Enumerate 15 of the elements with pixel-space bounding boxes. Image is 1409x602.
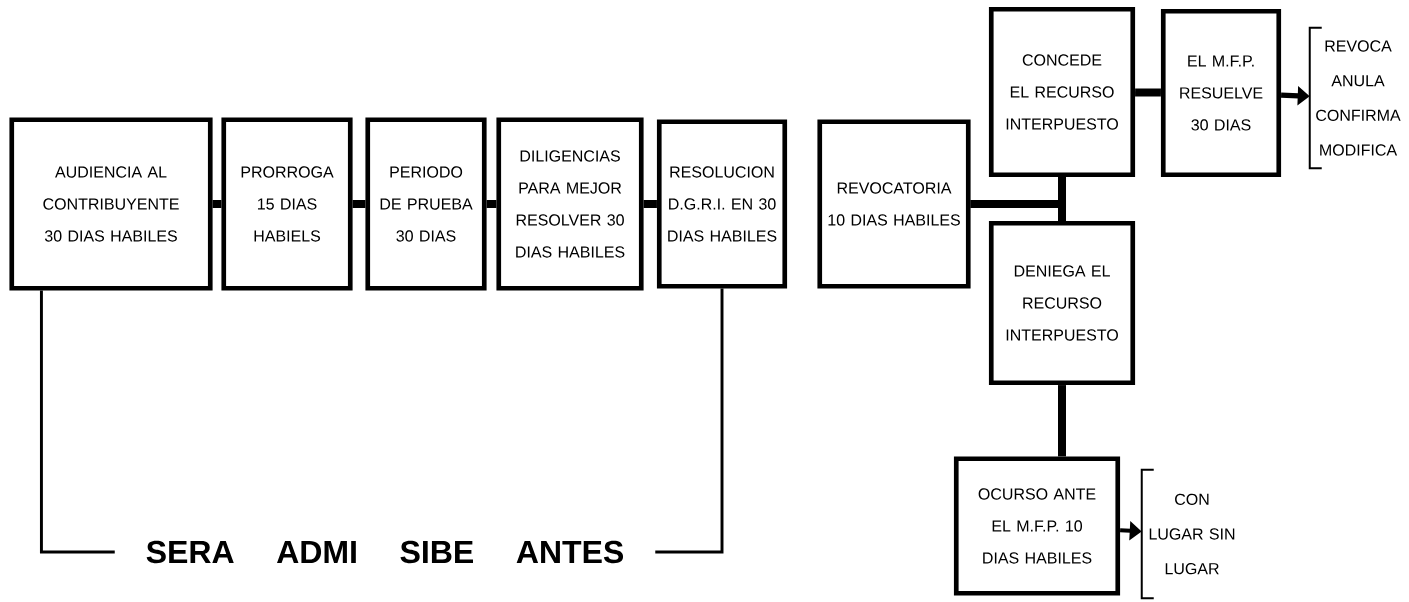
process-box: PRORROGA 15 DIAS HABIELS: [221, 117, 353, 291]
outcome-list: CON LUGAR SIN LUGAR: [1149, 493, 1235, 575]
process-box: PERIODO DE PRUEBA 30 DIAS: [365, 117, 487, 291]
process-box: EL M.F.P. RESUELVE 30 DIAS: [1160, 8, 1282, 178]
connector-line: [39, 290, 115, 554]
process-box: REVOCATORIA 10 DIAS HABILES: [817, 119, 971, 289]
caption-text: SERA ADMI SIBE ANTES: [146, 540, 624, 564]
process-box: CONCEDE EL RECURSO INTERPUESTO: [988, 6, 1136, 178]
process-box: AUDIENCIA AL CONTRIBUYENTE 30 DIAS HABILES: [9, 117, 213, 291]
connector-line: [655, 288, 724, 554]
outcome-list: REVOCA ANULA CONFIRMA MODIFICA: [1316, 40, 1401, 156]
process-box: RESOLUCION D.G.R.I. EN 30 DIAS HABILES: [656, 119, 788, 289]
process-box: OCURSO ANTE EL M.F.P. 10 DIAS HABILES: [953, 456, 1121, 596]
process-box: DILIGENCIAS PARA MEJOR RESOLVER 30 DIAS HABILES: [496, 117, 644, 291]
process-box: DENIEGA EL RECURSO INTERPUESTO: [988, 220, 1136, 386]
